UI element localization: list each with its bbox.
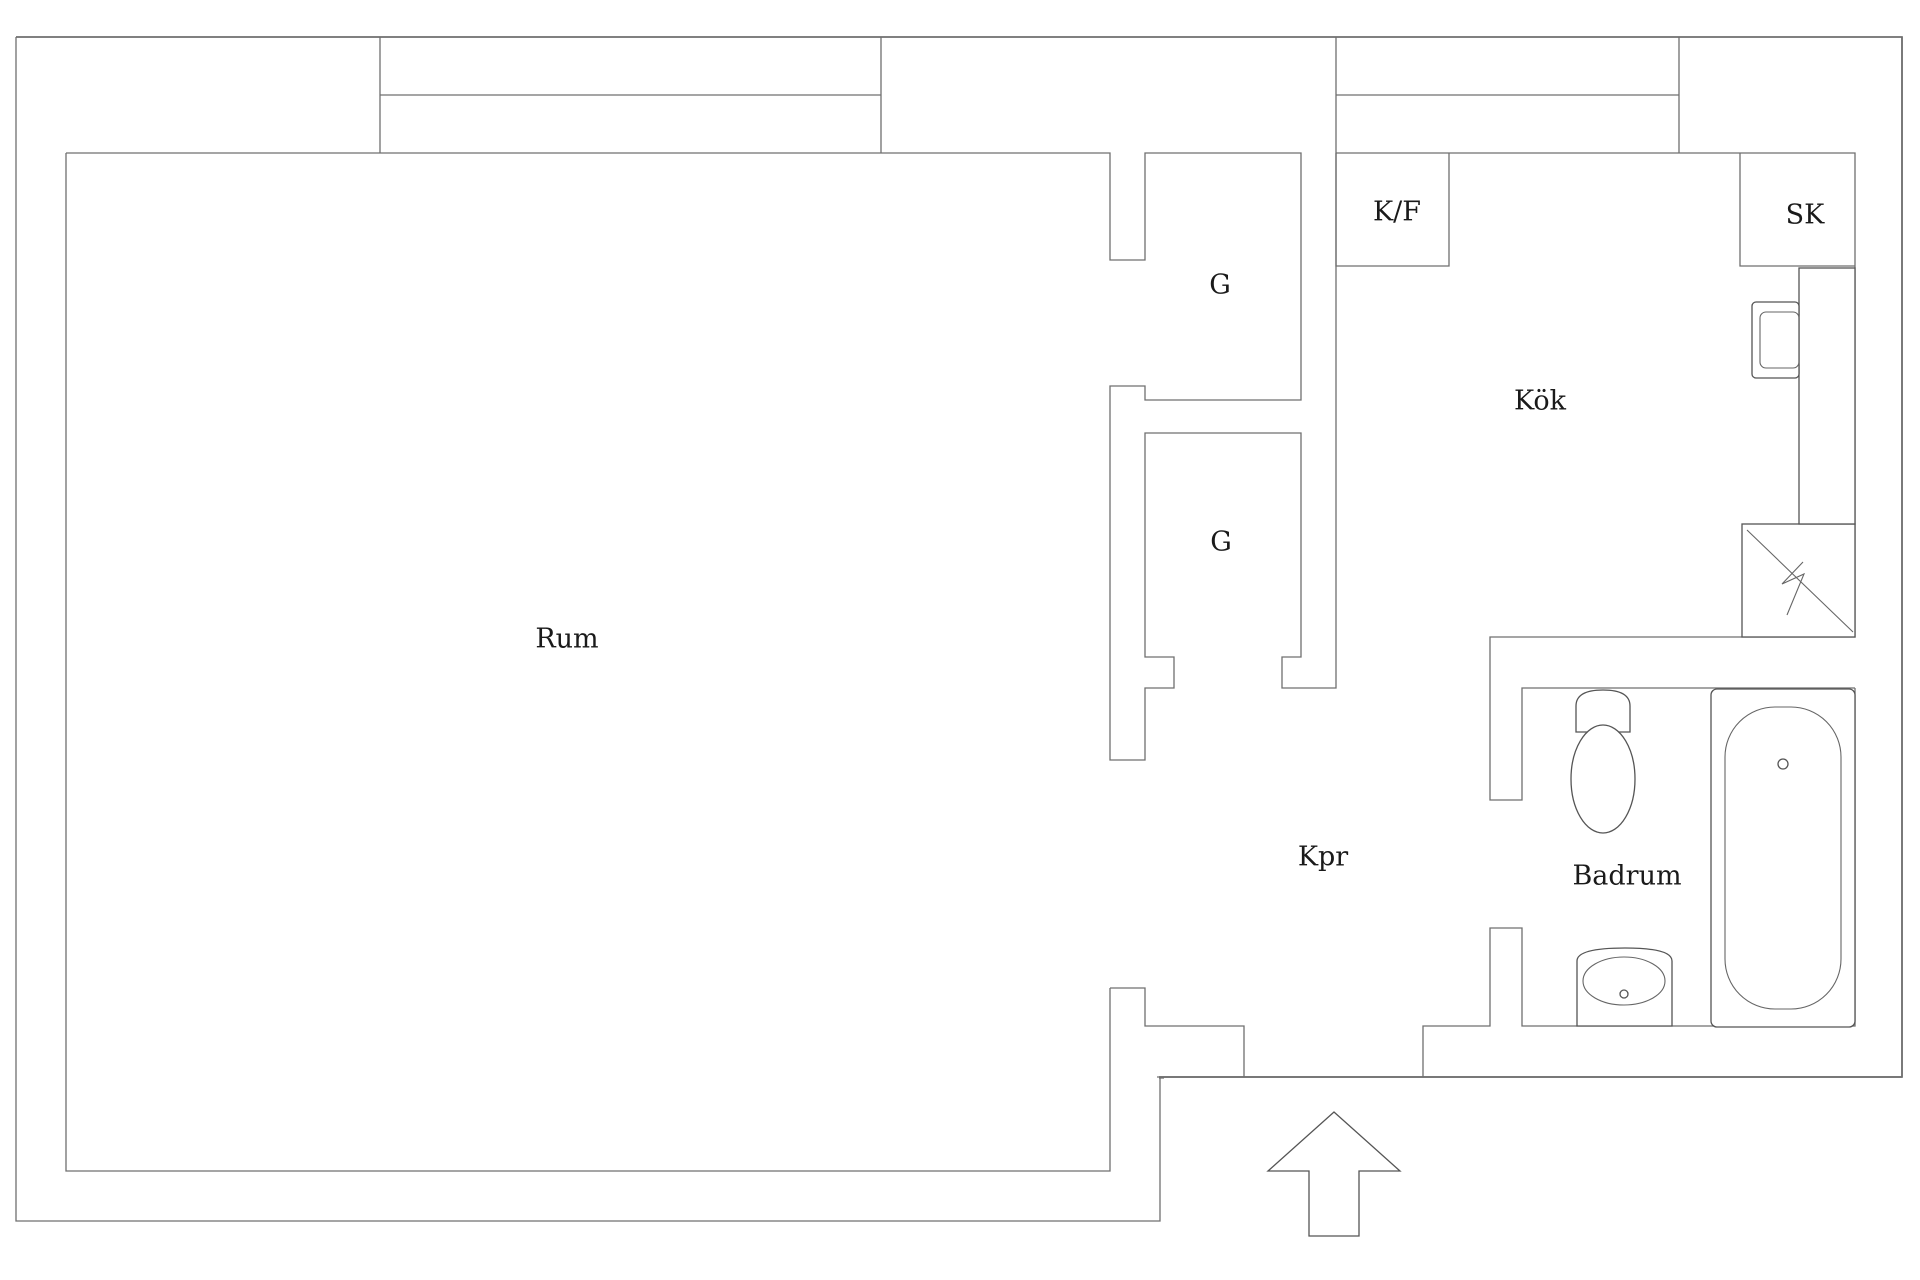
outer-wall-left-bottom [15, 37, 1902, 1222]
outer-wall-main [16, 36, 1903, 1078]
kitchen-counter [1798, 267, 1856, 525]
kitchen-sink [1751, 301, 1800, 379]
washbasin-tap [1619, 989, 1629, 999]
entrance-arrow [1266, 1111, 1402, 1237]
room-label-kok: Kök [1514, 386, 1567, 417]
bathtub [1710, 688, 1856, 1028]
window-left [379, 37, 882, 153]
room-label-badrum: Badrum [1572, 861, 1681, 892]
rum-walls [65, 152, 1337, 1172]
room-label-garderob-1: G [1209, 270, 1231, 301]
outer-wall-boundary [16, 36, 1903, 1078]
bathtub-inner [1724, 706, 1842, 1010]
stove-bolt-icon [1746, 529, 1854, 633]
outer-wall-outline [16, 36, 1903, 1078]
outer-wall [16, 36, 1903, 1079]
washbasin-bowl [1582, 956, 1666, 1006]
toilet-bowl [1570, 724, 1636, 834]
bathtub-drain [1777, 758, 1789, 770]
outer-wall-shell [16, 36, 1903, 1078]
room-label-kyl-frys: K/F [1373, 197, 1421, 228]
kitchen-sink-basin [1759, 311, 1800, 369]
room-label-kpr: Kpr [1298, 842, 1348, 873]
toilet [1575, 689, 1631, 733]
kok-walls [1335, 152, 1856, 1077]
room-label-garderob-2: G [1210, 527, 1232, 558]
washbasin [1576, 947, 1673, 1027]
window-right [1335, 37, 1680, 153]
room-label-skap: SK [1786, 200, 1825, 231]
room-label-rum: Rum [535, 624, 598, 655]
